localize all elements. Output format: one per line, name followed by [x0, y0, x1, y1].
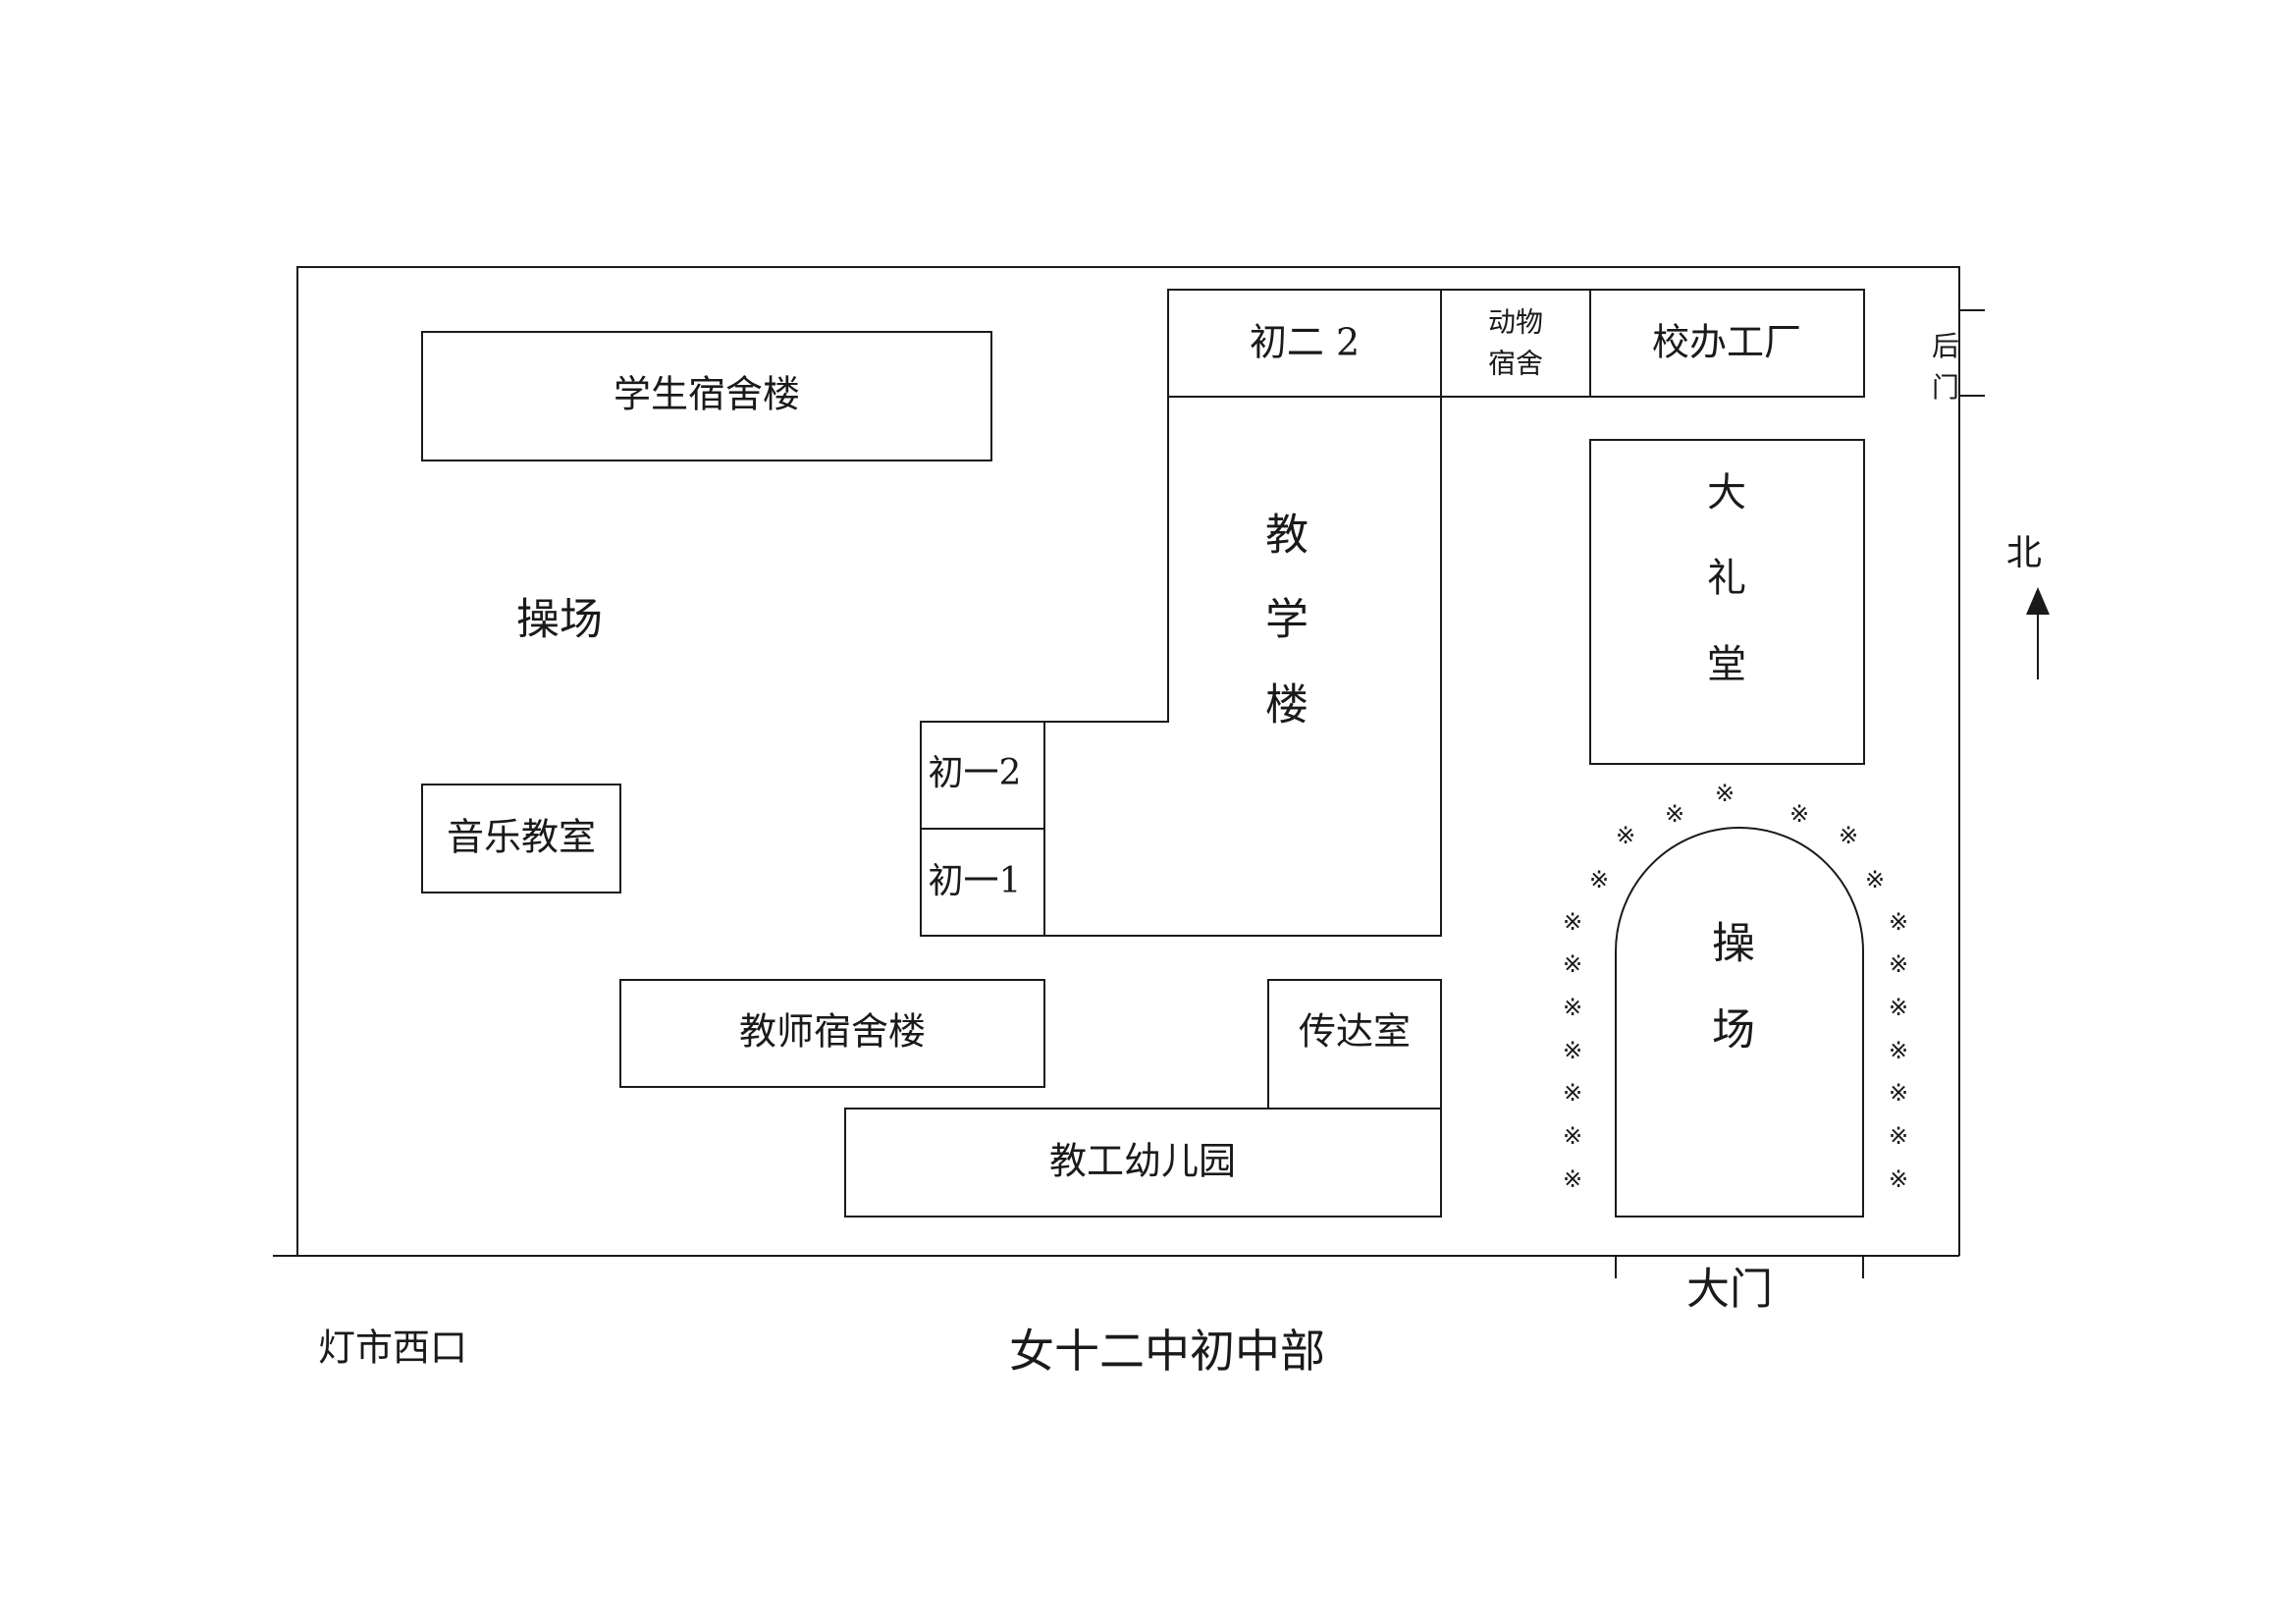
grade7-class1-label: 初一1 — [929, 861, 1022, 901]
flower-symbol: ※ — [1865, 866, 1885, 893]
street-label: 灯市西口 — [318, 1326, 467, 1370]
flower-symbol: ※ — [1889, 950, 1908, 978]
kindergarten-label: 教工幼儿园 — [1049, 1140, 1236, 1183]
main-gate-label: 大门 — [1686, 1265, 1773, 1315]
flower-symbol: ※ — [1889, 1037, 1908, 1064]
east-playground-label-2: 场 — [1712, 1005, 1755, 1056]
flower-symbol: ※ — [1715, 780, 1735, 807]
north-arrow-icon — [2026, 587, 2050, 615]
flower-symbol: ※ — [1563, 950, 1582, 978]
school-factory-label: 校办工厂 — [1652, 321, 1801, 364]
west-playground-label: 操场 — [516, 595, 603, 645]
flower-symbol: ※ — [1563, 1037, 1582, 1064]
flower-symbol: ※ — [1889, 1079, 1908, 1107]
back-gate-label-2: 门 — [1932, 371, 1959, 404]
flower-symbol: ※ — [1563, 1079, 1582, 1107]
grade7-class2: 初一2 — [920, 721, 1045, 830]
flower-symbol: ※ — [1839, 822, 1858, 849]
flower-symbol: ※ — [1889, 1165, 1908, 1193]
teaching-building-label-2: 学 — [1265, 595, 1308, 645]
east-playground: 操 场 — [1615, 827, 1864, 1218]
flower-symbol: ※ — [1789, 800, 1809, 828]
reception-room: 传达室 — [1267, 979, 1442, 1110]
grade8-class2-label: 初二 2 — [1250, 321, 1360, 364]
back-gate-label-1: 后 — [1932, 330, 1959, 362]
grade7-class1: 初一1 — [920, 828, 1045, 937]
map-title: 女十二中初中部 — [1009, 1325, 1325, 1378]
flower-symbol: ※ — [1665, 800, 1684, 828]
flower-symbol: ※ — [1589, 866, 1609, 893]
flower-symbol: ※ — [1889, 994, 1908, 1021]
animal-dorm: 动物 宿舍 — [1440, 289, 1591, 398]
auditorium: 大 礼 堂 — [1589, 439, 1865, 765]
flower-symbol: ※ — [1563, 1122, 1582, 1150]
flower-symbol: ※ — [1563, 994, 1582, 1021]
flower-symbol: ※ — [1563, 908, 1582, 936]
animal-dorm-label-1: 动物 — [1488, 306, 1543, 339]
grade7-class2-label: 初一2 — [929, 753, 1022, 793]
teaching-building-label-1: 教 — [1265, 511, 1308, 561]
student-dorm: 学生宿舍楼 — [421, 331, 992, 461]
kindergarten: 教工幼儿园 — [844, 1108, 1442, 1218]
auditorium-label-3: 堂 — [1707, 642, 1746, 687]
reception-room-label: 传达室 — [1299, 1010, 1411, 1054]
teaching-building-label-3: 楼 — [1265, 680, 1308, 731]
auditorium-label-2: 礼 — [1707, 556, 1746, 601]
flower-symbol: ※ — [1563, 1165, 1582, 1193]
music-room-label: 音乐教室 — [447, 816, 596, 859]
east-playground-label-1: 操 — [1712, 919, 1755, 969]
student-dorm-label: 学生宿舍楼 — [614, 373, 800, 416]
campus-wall — [296, 266, 1960, 1256]
grade8-class2: 初二 2 — [1167, 289, 1442, 398]
teacher-dorm-label: 教师宿舍楼 — [739, 1010, 926, 1054]
animal-dorm-label-2: 宿舍 — [1488, 348, 1543, 380]
flower-symbol: ※ — [1889, 1122, 1908, 1150]
auditorium-label-1: 大 — [1707, 470, 1746, 515]
flower-symbol: ※ — [1889, 908, 1908, 936]
music-room: 音乐教室 — [421, 784, 621, 893]
north-label: 北 — [2006, 533, 2042, 573]
flower-bed: ※※※※※※※※※※※※※※※※※※※※※ — [1563, 780, 1908, 1193]
flower-symbol: ※ — [1616, 822, 1635, 849]
north-arrow: 北 — [2006, 533, 2050, 679]
teacher-dorm: 教师宿舍楼 — [619, 979, 1045, 1088]
teaching-building: 教 学 楼 — [1043, 396, 1442, 937]
school-factory: 校办工厂 — [1589, 289, 1865, 398]
